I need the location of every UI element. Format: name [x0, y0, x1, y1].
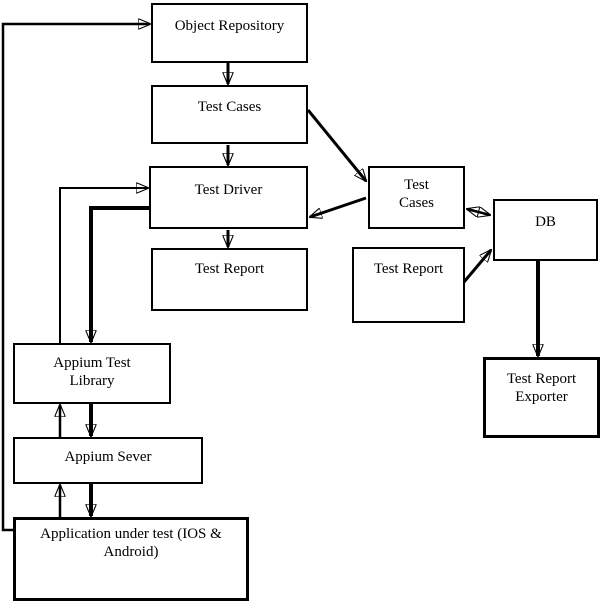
node-label: Test Cases [197, 99, 262, 115]
node-test-report-left: Test Report [151, 248, 308, 311]
node-label: Test Report [194, 261, 265, 277]
edge-appium-test-library-to-test-driver [59, 188, 148, 343]
node-test-cases-center: Test Cases [151, 85, 308, 144]
node-label: Test Report Exporter [506, 371, 577, 406]
node-label: Object Repository [174, 18, 285, 34]
node-label: Application under test (IOS & Android) [40, 526, 222, 561]
edge-test-report-right-to-db [462, 250, 491, 283]
edge-test-cases-right-to-test-driver [310, 196, 367, 217]
edge-test-cases-right-db-bidirectional [467, 209, 490, 215]
node-test-cases-right: Test Cases [368, 166, 465, 229]
edge-test-driver-to-appium-test-library [91, 206, 149, 342]
node-application-under-test: Application under test (IOS & Android) [13, 517, 249, 601]
node-label: DB [535, 214, 556, 230]
node-appium-test-library: Appium Test Library [13, 343, 171, 404]
edge-test-cases-to-test-cases-right [306, 109, 366, 181]
node-db: DB [493, 199, 598, 261]
node-object-repository: Object Repository [151, 3, 308, 63]
node-test-report-exporter: Test Report Exporter [483, 357, 600, 438]
node-test-driver: Test Driver [149, 166, 308, 229]
node-test-report-right: Test Report [352, 247, 465, 323]
edge-application-to-object-repository [1, 24, 150, 532]
node-appium-sever: Appium Sever [13, 437, 203, 484]
node-label: Test Report [373, 261, 444, 277]
node-label: Appium Test Library [53, 355, 131, 390]
node-label: Test Cases [399, 177, 434, 212]
node-label: Test Driver [194, 182, 263, 198]
node-label: Appium Sever [64, 449, 152, 465]
